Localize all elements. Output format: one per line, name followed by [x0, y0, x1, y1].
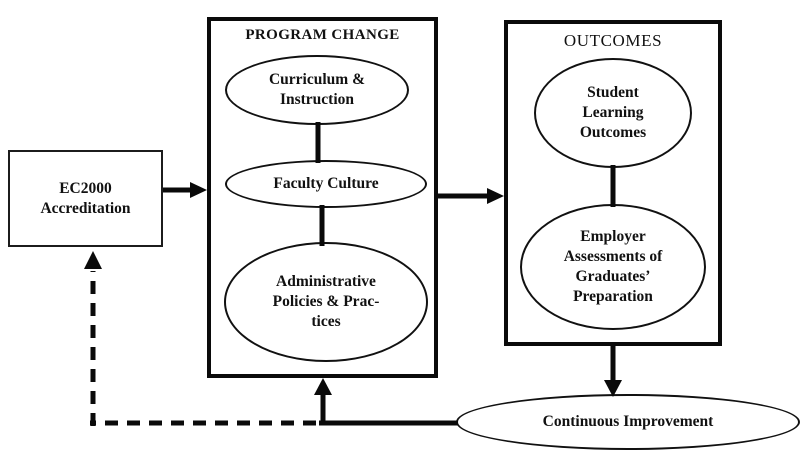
- student-learning-outcomes-label: Student Learning Outcomes: [579, 84, 647, 141]
- curriculum-instruction-label: Curriculum & Instruction: [268, 71, 365, 108]
- outcomes-title: OUTCOMES: [563, 31, 663, 50]
- continuous-improvement-label: Continuous Improvement: [542, 413, 714, 431]
- faculty-culture-ellipse: Faculty Culture: [225, 160, 427, 208]
- administrative-policies-label: Administrative Policies & Prac- tices: [272, 273, 380, 330]
- program-change-title: PROGRAM CHANGE: [245, 27, 400, 43]
- ec2000-accreditation-box: EC2000 Accreditation: [8, 150, 163, 247]
- administrative-policies-ellipse: Administrative Policies & Prac- tices: [224, 242, 428, 362]
- arrow-program-change-to-outcomes-arrowhead: [487, 188, 504, 204]
- employer-assessments-label: Employer Assessments of Graduates’ Prepa…: [563, 228, 663, 305]
- student-learning-outcomes-ellipse: Student Learning Outcomes: [534, 58, 692, 168]
- curriculum-instruction-ellipse: Curriculum & Instruction: [225, 55, 409, 125]
- arrow-ec2000-to-program-change-arrowhead: [190, 182, 207, 198]
- arrow-feedback-to-program-change-arrowhead: [314, 378, 332, 395]
- arrow-feedback-to-ec2000-arrowhead: [84, 251, 102, 269]
- faculty-culture-label: Faculty Culture: [273, 175, 379, 193]
- employer-assessments-ellipse: Employer Assessments of Graduates’ Prepa…: [520, 204, 706, 330]
- continuous-improvement-ellipse: Continuous Improvement: [456, 394, 800, 450]
- ec2000-accreditation-label: EC2000 Accreditation: [40, 179, 131, 217]
